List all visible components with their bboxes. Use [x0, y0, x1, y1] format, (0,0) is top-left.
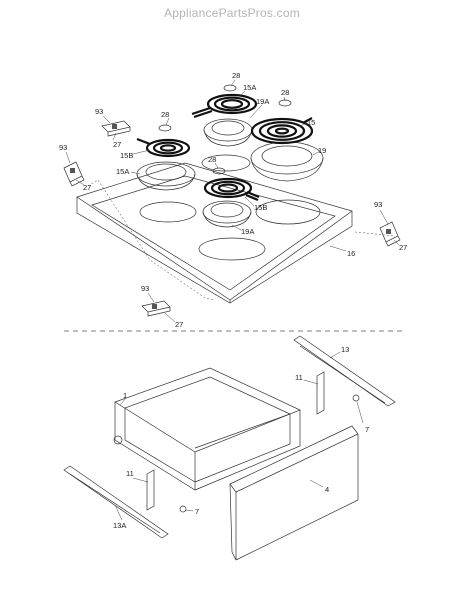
callout-19: 19 [318, 146, 326, 155]
callout-28-b: 28 [281, 88, 289, 97]
callout-19A-bottom: 19A [241, 227, 254, 236]
ring-28-a [223, 84, 237, 92]
callout-7-right: 7 [365, 425, 369, 434]
callout-7-left: 7 [195, 507, 199, 516]
drawer-front-panel [229, 425, 359, 561]
callout-27-d: 27 [175, 320, 183, 329]
drip-bowl-right [250, 141, 324, 182]
callout-16: 16 [347, 249, 355, 258]
callout-93-a: 93 [95, 107, 103, 116]
callout-93-c: 93 [374, 200, 382, 209]
receptacle-bracket-c [379, 221, 401, 247]
ring-28-d [212, 167, 226, 175]
watermark: AppliancePartsPros.com [164, 6, 300, 20]
drawer-rail-right [293, 335, 396, 407]
ring-28-b [158, 124, 172, 132]
callout-13A: 13A [113, 521, 126, 530]
leader-lines-bottom [114, 351, 364, 521]
callout-27-c: 27 [399, 243, 407, 252]
callout-28-a: 28 [232, 71, 240, 80]
callout-11-right: 11 [295, 373, 303, 382]
callout-27-a: 27 [113, 140, 121, 149]
drawer-box [113, 367, 301, 491]
callout-15: 15 [307, 118, 315, 127]
drawer-rail-left [63, 465, 187, 539]
callout-1: 1 [123, 391, 127, 400]
callout-15B-left: 15B [120, 151, 133, 160]
callout-19A-top: 19A [256, 97, 269, 106]
callout-15A-top: 15A [243, 83, 256, 92]
drip-bowl-left [136, 161, 196, 191]
drip-bowl-top [203, 118, 253, 147]
surface-element-right [250, 117, 314, 145]
callout-15B-right: 15B [254, 203, 267, 212]
callout-28-d: 28 [208, 155, 216, 164]
callout-13: 13 [341, 345, 349, 354]
receptacle-bracket-b [63, 161, 85, 187]
drawer-slide-right [316, 371, 325, 415]
callout-labels: 28 15A 28 19A 15 28 15B 15A 28 19 15B 19… [59, 71, 407, 530]
receptacle-bracket-d [141, 300, 171, 317]
surface-element-front [203, 177, 260, 202]
callout-4: 4 [325, 485, 329, 494]
callout-28-c: 28 [161, 110, 169, 119]
receptacle-bracket-a [101, 120, 131, 137]
callout-27-b: 27 [83, 183, 91, 192]
leader-lines-top [65, 79, 400, 323]
callout-93-d: 93 [141, 284, 149, 293]
surface-element-top [191, 93, 258, 119]
callout-11-left: 11 [126, 469, 134, 478]
cooktop-assembly [76, 154, 353, 304]
callout-93-b: 93 [59, 143, 67, 152]
drip-bowl-front [202, 200, 252, 228]
drawer-slide-left [146, 469, 155, 511]
callout-15A-left: 15A [116, 167, 129, 176]
surface-element-left [136, 137, 191, 158]
